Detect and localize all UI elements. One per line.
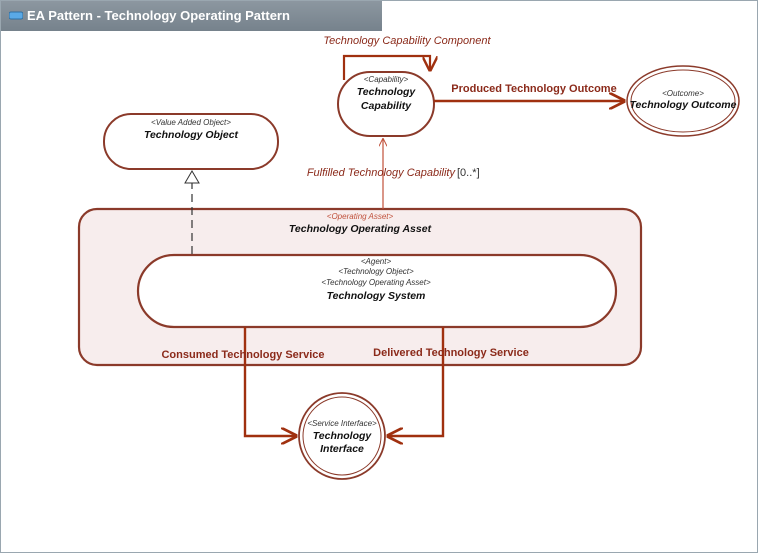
edge-realization-technology-object [184, 170, 200, 254]
label-delivered-service: Delivered Technology Service [373, 347, 529, 359]
node-technology-object[interactable]: <Value Added Object> Technology Object [103, 113, 279, 170]
edge-capability-component[interactable]: Technology Capability Component [323, 35, 492, 80]
outcome-name: Technology Outcome [630, 99, 737, 111]
operating-asset-name: Technology Operating Asset [289, 223, 432, 235]
outcome-stereotype: <Outcome> [662, 89, 704, 98]
node-technology-system[interactable]: <Agent> <Technology Object> <Technology … [136, 253, 618, 329]
label-capability-component: Technology Capability Component [323, 35, 491, 47]
capability-name-line1: Technology [357, 86, 417, 98]
interface-name-line1: Technology [313, 430, 373, 442]
capability-name-line2: Capability [361, 100, 412, 112]
label-fulfilled-capability: Fulfilled Technology Capability [307, 167, 457, 179]
node-technology-interface[interactable]: <Service Interface> Technology Interface [298, 392, 386, 480]
system-stereotype-technology-object: <Technology Object> [338, 267, 414, 276]
diagram-title: EA Pattern - Technology Operating Patter… [27, 8, 290, 23]
technology-object-name: Technology Object [144, 129, 239, 141]
edge-delivered-service[interactable]: Delivered Technology Service [373, 327, 529, 436]
capability-stereotype: <Capability> [364, 75, 409, 84]
edge-consumed-service[interactable]: Consumed Technology Service [161, 327, 325, 436]
operating-asset-stereotype: <Operating Asset> [327, 212, 394, 221]
edge-fulfilled-capability[interactable]: Fulfilled Technology Capability [0..*] [307, 139, 480, 209]
technology-object-stereotype: <Value Added Object> [151, 118, 231, 127]
interface-stereotype: <Service Interface> [307, 419, 377, 428]
node-technology-capability[interactable]: <Capability> Technology Capability [337, 71, 435, 137]
label-fulfilled-multiplicity: [0..*] [457, 167, 480, 179]
diagram-title-bar: EA Pattern - Technology Operating Patter… [1, 1, 382, 31]
node-technology-outcome[interactable]: <Outcome> Technology Outcome [626, 65, 740, 137]
system-stereotype-agent: <Agent> [361, 257, 392, 266]
edge-produced-outcome[interactable]: Produced Technology Outcome [434, 83, 624, 101]
interface-name-line2: Interface [320, 443, 364, 455]
label-produced-outcome: Produced Technology Outcome [451, 83, 616, 95]
system-name: Technology System [327, 290, 426, 302]
system-stereotype-operating-asset: <Technology Operating Asset> [321, 278, 431, 287]
label-consumed-service: Consumed Technology Service [161, 349, 324, 361]
diagram-icon [9, 11, 23, 20]
